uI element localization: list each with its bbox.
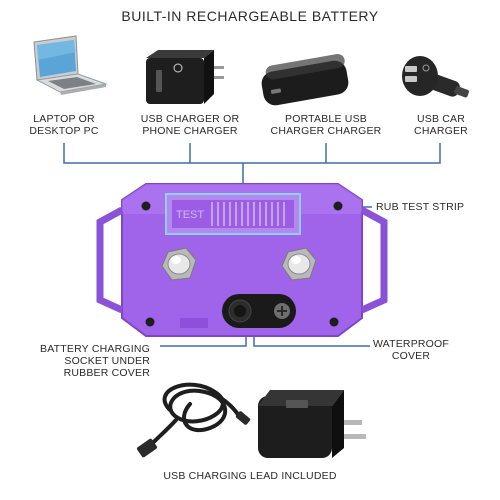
- rub-test-strip: TEST: [165, 193, 301, 235]
- micro-usb-plug-icon: [235, 411, 251, 425]
- callout-charging-socket: BATTERY CHARGING SOCKET UNDER RUBBER COV…: [40, 343, 150, 379]
- car-charger-icon: [402, 56, 469, 98]
- callout-rub-test-strip: RUB TEST STRIP: [376, 201, 465, 213]
- laptop-icon: [33, 35, 108, 95]
- test-strip-label: TEST: [176, 209, 204, 221]
- contact-probe-right: [281, 247, 317, 281]
- power-bank-icon: [261, 53, 349, 106]
- callout-waterproof-cover: WATERPROOF COVER: [372, 338, 450, 362]
- waterproof-rubber-cover: [222, 294, 296, 328]
- source-label-car-charger: USB CAR CHARGER: [414, 113, 468, 137]
- source-label-power-bank: PORTABLE USB CHARGER CHARGER: [270, 113, 382, 137]
- usb-cable-icon: [146, 382, 242, 450]
- usb-wall-charger-icon: [146, 50, 224, 104]
- source-label-laptop: LAPTOP OR DESKTOP PC: [29, 113, 99, 137]
- usb-wall-adapter-icon: [258, 390, 366, 458]
- footer-caption: USB CHARGING LEAD INCLUDED: [163, 470, 337, 482]
- engraved-label-plate: [180, 318, 208, 328]
- usb-plug-icon: [136, 438, 158, 458]
- source-label-usb-charger: USB CHARGER OR PHONE CHARGER: [140, 113, 240, 137]
- contact-probe-left: [161, 247, 197, 281]
- page-title: BUILT-IN RECHARGEABLE BATTERY: [121, 8, 379, 24]
